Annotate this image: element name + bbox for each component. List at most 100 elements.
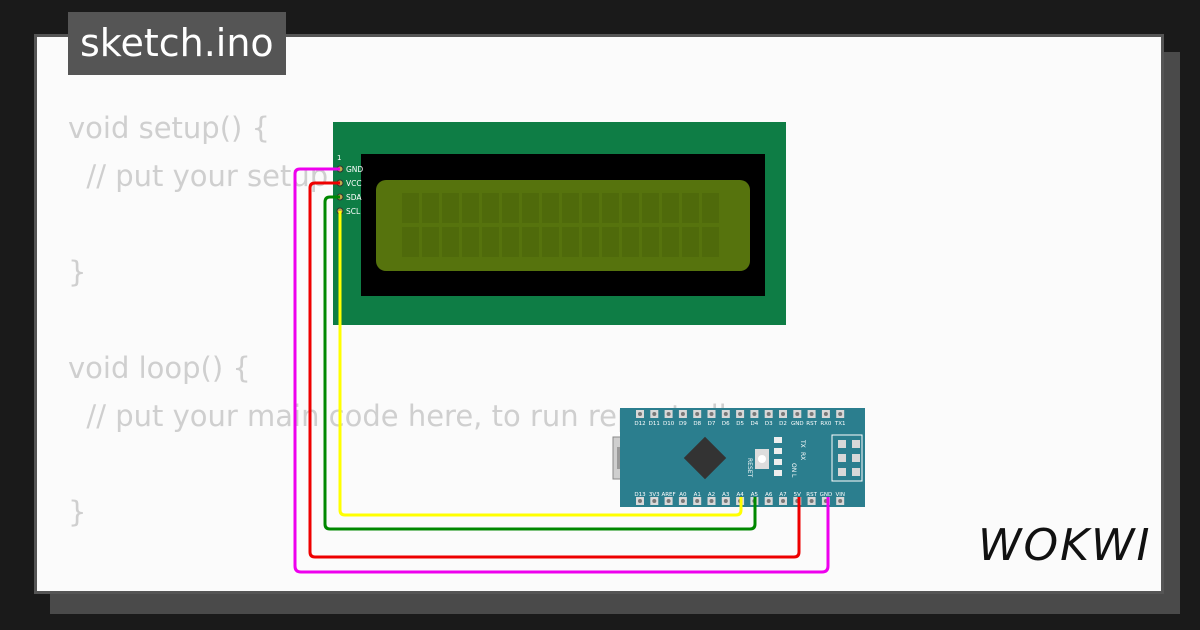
- lcd-char-cell: [562, 193, 579, 223]
- board-label: L: [790, 474, 797, 478]
- bottom-header-pin-hole: [781, 499, 785, 503]
- bottom-header-pin-label: VIN: [835, 492, 845, 498]
- top-header-pin-label: D6: [722, 421, 730, 427]
- code-line: }: [68, 495, 87, 529]
- top-header-pin-label: D4: [751, 421, 759, 427]
- status-leds: [774, 437, 782, 476]
- top-header-pin-hole: [795, 412, 800, 416]
- bottom-header-pin-label: A6: [765, 492, 773, 498]
- lcd-char-cell: [502, 193, 519, 223]
- icsp-header: [831, 434, 863, 482]
- bottom-header-pin-hole: [652, 499, 657, 503]
- top-header-pin-hole: [766, 412, 771, 416]
- bottom-header-pin-hole: [680, 499, 685, 503]
- lcd-pin-label: GND: [346, 165, 363, 174]
- file-tab[interactable]: sketch.ino: [68, 12, 286, 75]
- bottom-header-pin-hole: [638, 499, 642, 503]
- lcd-char-cell: [402, 227, 419, 257]
- top-header-pin-label: D10: [663, 421, 675, 427]
- led: [774, 437, 782, 443]
- lcd-char-cell: [702, 193, 719, 223]
- lcd-module[interactable]: 1 GND VCC SDA SCL: [333, 122, 786, 325]
- top-header-pin-hole: [738, 412, 743, 416]
- lcd-char-cell: [422, 193, 439, 223]
- board-label: ON: [790, 463, 797, 472]
- led: [774, 448, 782, 454]
- icsp-pin: [838, 468, 846, 476]
- lcd-char-cell: [622, 227, 639, 257]
- lcd-char-cell: [582, 227, 599, 257]
- lcd-char-cell: [422, 227, 439, 257]
- code-line: }: [68, 255, 87, 289]
- top-header-pin-hole: [809, 412, 814, 416]
- lcd-char-cell: [662, 227, 679, 257]
- top-header-pin-label: D7: [708, 421, 716, 427]
- top-header-pin-hole: [666, 412, 671, 416]
- board-label: RX: [799, 452, 806, 460]
- top-header-pin-hole: [781, 412, 785, 416]
- scl-wire[interactable]: [338, 211, 743, 517]
- lcd-char-cell: [482, 193, 499, 223]
- gnd-wire[interactable]: [293, 167, 830, 574]
- top-header-pin-hole: [695, 412, 700, 416]
- bottom-header-pin-hole: [695, 499, 700, 503]
- lcd-char-cell: [622, 193, 639, 223]
- lcd-pin-label: VCC: [346, 179, 362, 188]
- top-header-pin-label: D2: [779, 421, 787, 427]
- bottom-header-pin-hole: [838, 499, 843, 503]
- lcd-pin-label: SCL: [346, 207, 361, 216]
- bottom-header-pin-label: A5: [751, 492, 759, 498]
- lcd-char-cell: [602, 227, 619, 257]
- bottom-header-pin-label: A3: [722, 492, 730, 498]
- top-header-pin-hole: [752, 412, 757, 416]
- code-line: void loop() {: [68, 351, 251, 385]
- bottom-header-pin-hole: [809, 499, 814, 503]
- bottom-header-pin-hole: [766, 499, 771, 503]
- top-header-pin-hole: [638, 412, 642, 416]
- vcc-wire[interactable]: [308, 181, 801, 559]
- bottom-header-pin-label: 5V: [794, 492, 801, 498]
- top-header-pin-label: D12: [634, 421, 645, 427]
- bottom-header-pin-label: A7: [779, 492, 787, 498]
- code-line: void setup() {: [68, 111, 270, 145]
- lcd-char-cell: [662, 193, 679, 223]
- bottom-header-pin-label: D13: [634, 492, 646, 498]
- wokwi-logo: WOKWI: [978, 520, 1152, 571]
- lcd-char-cell: [702, 227, 719, 257]
- bottom-header-pin-label: AREF: [661, 492, 675, 498]
- arduino-pcb: [620, 408, 865, 507]
- bottom-header-pin-hole: [709, 499, 714, 503]
- top-header-pin-label: GND: [791, 421, 804, 427]
- lcd-char-cell: [682, 227, 699, 257]
- icsp-pin: [852, 468, 860, 476]
- lcd-char-cell: [522, 227, 539, 257]
- lcd-char-cell: [462, 227, 479, 257]
- top-header-pin-hole: [838, 412, 843, 416]
- lcd-char-cell: [642, 193, 659, 223]
- lcd-pin-label: SDA: [346, 193, 362, 202]
- bottom-header-pin-label: A0: [679, 492, 687, 498]
- lcd-char-cell: [602, 193, 619, 223]
- lcd-char-cell: [542, 227, 559, 257]
- lcd-char-cell: [682, 193, 699, 223]
- led: [774, 470, 782, 476]
- lcd-char-cell: [522, 193, 539, 223]
- bottom-header-pin-label: 3V3: [649, 492, 660, 498]
- bottom-header-pin-hole: [723, 499, 728, 503]
- top-header-pin-label: D5: [736, 421, 744, 427]
- lcd-character-cells: [402, 193, 719, 257]
- top-header-pin-hole: [652, 412, 657, 416]
- icsp-pin: [838, 454, 846, 462]
- sda-wire[interactable]: [323, 195, 757, 531]
- bottom-header-pin-label: A1: [694, 492, 701, 498]
- top-header-pin-label: RST: [806, 421, 817, 427]
- top-header-pin-hole: [680, 412, 685, 416]
- lcd-char-cell: [402, 193, 419, 223]
- lcd-char-cell: [462, 193, 479, 223]
- lcd-char-cell: [442, 193, 459, 223]
- led: [774, 459, 782, 465]
- lcd-char-cell: [482, 227, 499, 257]
- top-header-pin-label: D3: [765, 421, 773, 427]
